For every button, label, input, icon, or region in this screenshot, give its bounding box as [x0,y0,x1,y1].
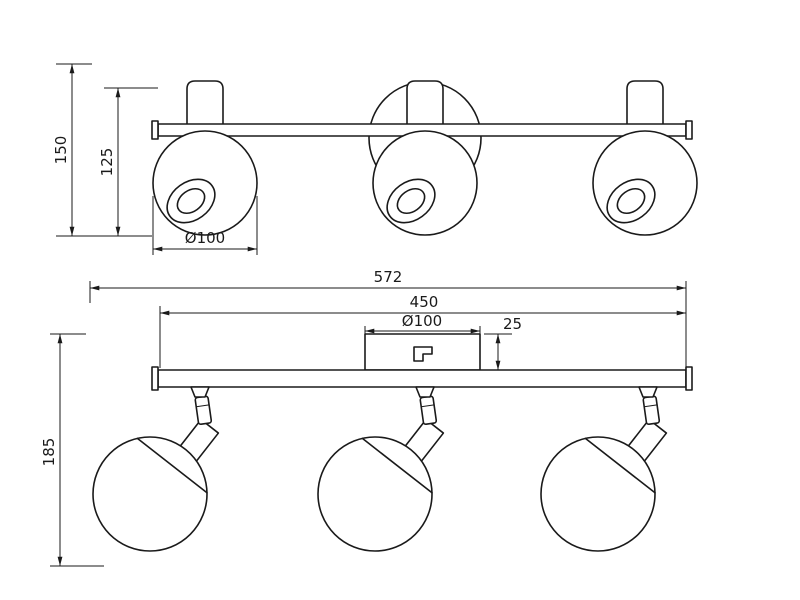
lamp-head-1-side [92,386,220,552]
bar-endcap-right-front [685,120,693,140]
lamp-stem-2 [406,80,444,131]
dim-label-canopy-diameter: Ø100 [402,312,442,330]
bar-endcap-right-side [685,366,693,391]
bar-endcap-left-side [151,366,159,391]
dim-side-overall-width-572: 572 [89,268,687,368]
dim-front-shade-diameter: Ø100 [152,196,258,255]
lamp-stem-3 [626,80,664,131]
bar-endcap-left-front [151,120,159,140]
lamp-shade-1-front [152,130,258,236]
dim-label-25: 25 [503,315,522,333]
dim-label-185: 185 [40,438,58,467]
dim-side-inner-width-450: 450 [159,293,686,368]
lamp-stem-1 [186,80,224,131]
dim-label-572: 572 [374,268,403,286]
side-view [92,333,693,552]
dim-canopy-height-25: 25 [484,315,522,370]
dim-label-shade-diameter: Ø100 [185,229,225,247]
lamp-head-3-side [540,386,668,552]
mounting-bracket [413,346,433,362]
lamp-head-2-side [317,386,445,552]
dim-canopy-diameter: Ø100 [364,312,481,334]
dim-side-overall-height-185: 185 [40,333,104,567]
mounting-bar-side [157,369,687,388]
lamp-shade-2-front [372,130,478,236]
dim-label-450: 450 [410,293,439,311]
dim-label-125: 125 [98,148,116,177]
lamp-shade-3-front [592,130,698,236]
dim-front-overall-height-150: 150 [52,63,152,237]
front-view [151,80,698,236]
dim-label-150: 150 [52,136,70,165]
dim-front-body-height-125: 125 [98,87,158,236]
